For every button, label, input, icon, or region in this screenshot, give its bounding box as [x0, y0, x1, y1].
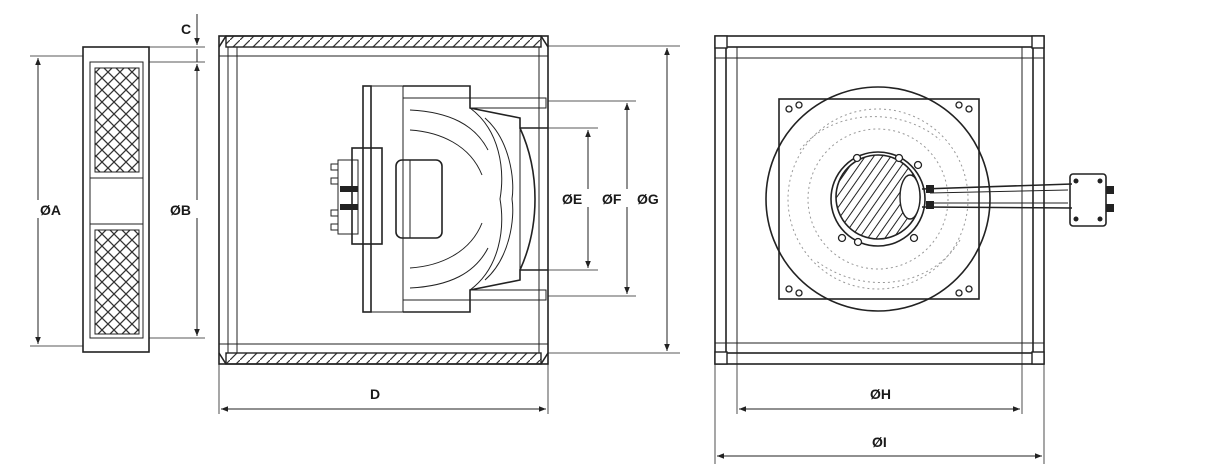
side-view-fan-assembly — [330, 85, 548, 313]
label-c: C — [181, 21, 191, 37]
front-view-casing — [714, 35, 1045, 365]
dimension-g — [548, 45, 680, 354]
label-b: ØB — [170, 202, 191, 218]
dimension-a — [30, 55, 83, 347]
label-a: ØA — [40, 202, 61, 218]
dimension-b — [149, 61, 205, 339]
label-h: ØH — [870, 386, 891, 402]
dimension-e — [548, 127, 598, 271]
dimension-f — [548, 100, 636, 297]
dimension-d — [218, 364, 549, 414]
dimension-h — [736, 353, 1023, 414]
dimension-i — [714, 364, 1045, 464]
label-g: ØG — [637, 191, 659, 207]
side-view-casing — [218, 35, 549, 365]
inlet-flange-view — [82, 46, 150, 353]
label-d: D — [370, 386, 380, 402]
label-e: ØE — [562, 191, 582, 207]
front-view-fan — [765, 86, 1114, 312]
dimension-c — [149, 14, 205, 62]
label-f: ØF — [602, 191, 622, 207]
label-i: ØI — [872, 434, 887, 450]
